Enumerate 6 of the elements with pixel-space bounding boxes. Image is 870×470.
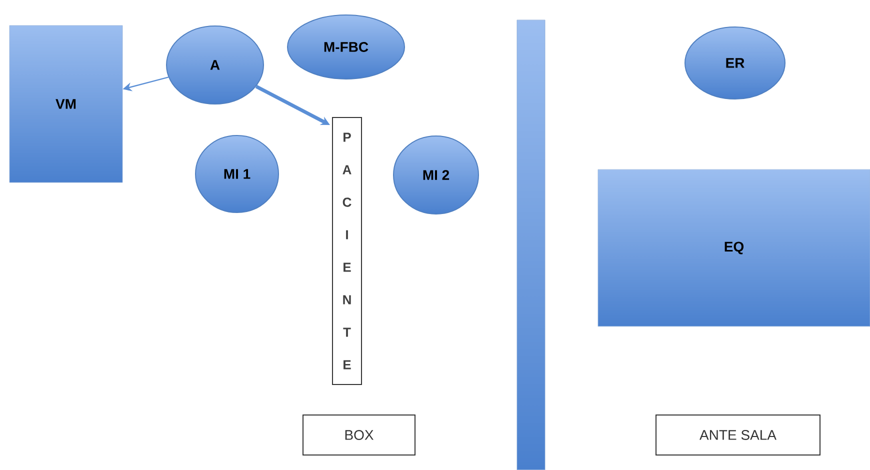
block: EQ (598, 169, 870, 327)
label-box: ANTE SALA (656, 414, 820, 456)
label-box: BOX (302, 414, 416, 456)
patient-box: PACIENTE (332, 116, 362, 385)
wall-bar (516, 20, 546, 470)
block: VM (9, 25, 123, 183)
